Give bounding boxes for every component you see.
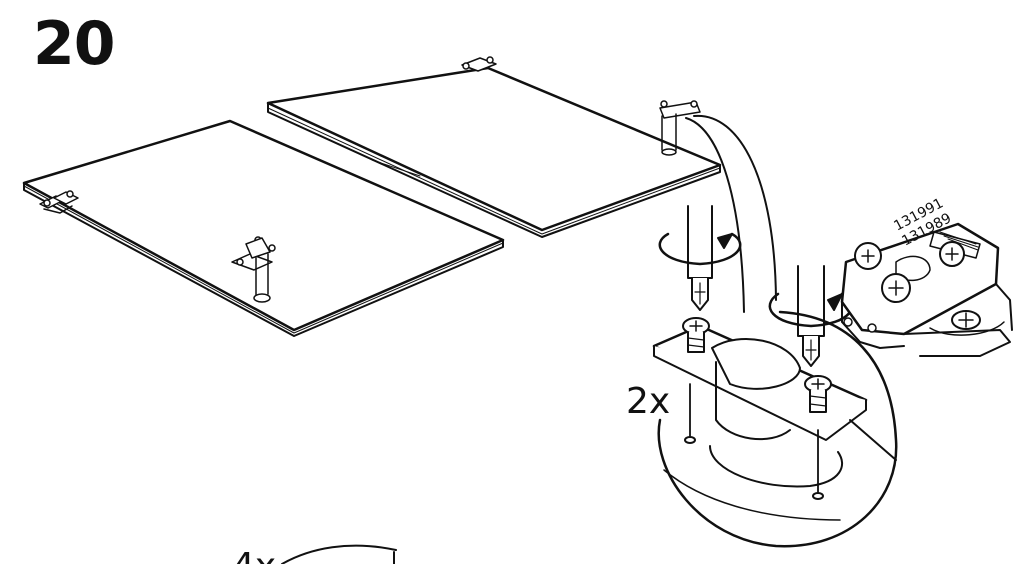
- hinge-right-panel-corner: [659, 100, 701, 156]
- right-door-panel: [266, 66, 722, 238]
- hinge-left-panel-center: [231, 236, 276, 303]
- hinge-left-panel-edge: [39, 190, 79, 214]
- hinge-quantity-label: 4x: [232, 546, 276, 564]
- screwdriver-left: [658, 205, 742, 311]
- left-door-panel: [22, 119, 505, 337]
- step-number: 20: [33, 9, 115, 79]
- hinge-right-panel-top: [461, 56, 497, 72]
- hinge-arm-part: [840, 222, 1013, 357]
- partial-magnifier-bottom: [281, 544, 397, 564]
- screw-left: [682, 317, 710, 353]
- screw-right: [804, 375, 832, 413]
- screw-quantity-label: 2x: [626, 381, 670, 422]
